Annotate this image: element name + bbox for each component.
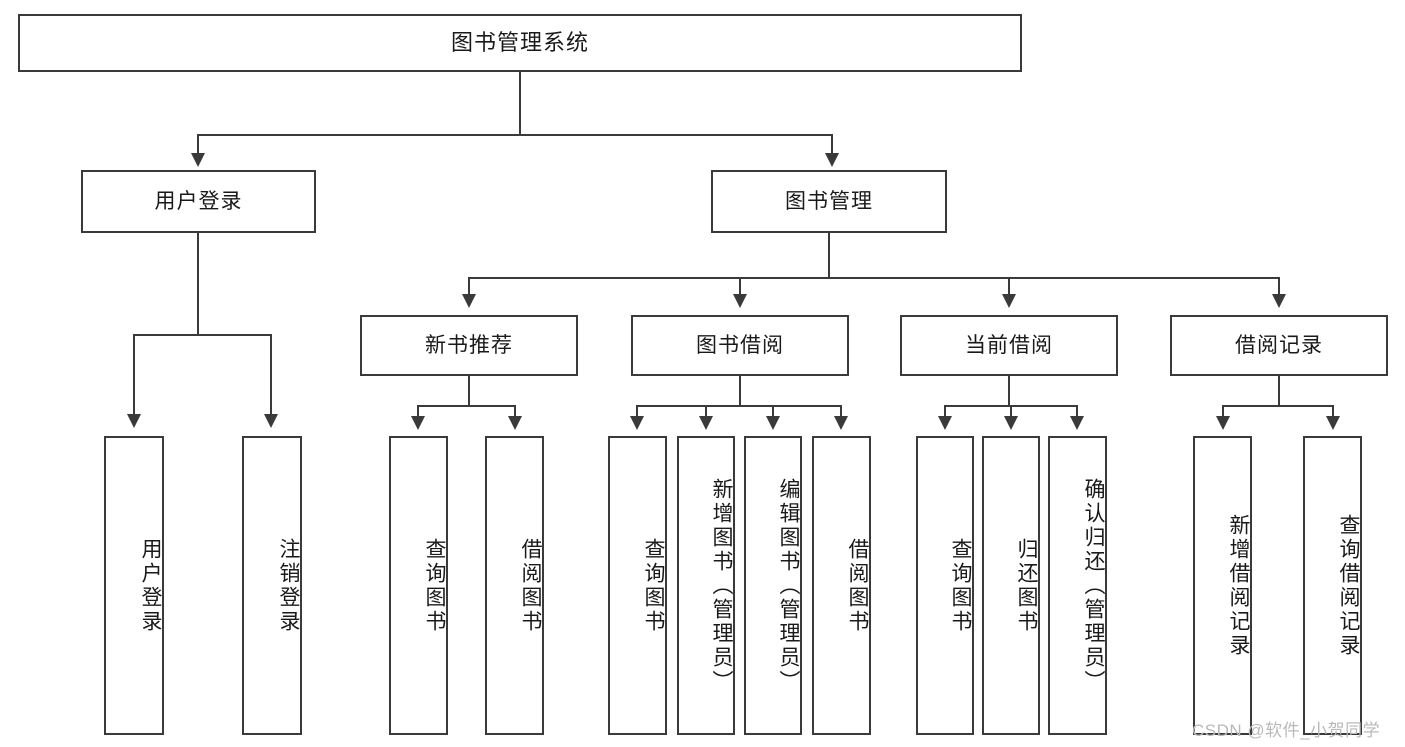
edge-br-to-leaf-2	[1332, 405, 1334, 420]
node-leaf-query-borrow-record[interactable]: 查询借阅记录	[1303, 436, 1362, 735]
edge-user-login-to-leaf-2	[270, 334, 272, 418]
node-leaf-confirm-return-admin[interactable]: 确认归还（管理员）	[1048, 436, 1107, 735]
node-label: 编辑图书（管理员）	[777, 477, 800, 694]
edge-root-to-book-management	[831, 134, 833, 157]
edge-cb-to-leaf-3	[1076, 405, 1078, 420]
edge-bb-to-leaf-4	[840, 405, 842, 420]
node-leaf-add-borrow-record[interactable]: 新增借阅记录	[1193, 436, 1252, 735]
node-leaf-edit-book-admin[interactable]: 编辑图书（管理员）	[744, 436, 802, 735]
node-new-book-recommend[interactable]: 新书推荐	[360, 315, 578, 376]
edge-book-borrow-bus	[636, 405, 842, 407]
edge-br-to-leaf-1	[1222, 405, 1224, 420]
arrowhead-cb-leaf-2	[1004, 416, 1018, 430]
node-label: 确认归还（管理员）	[1082, 477, 1105, 694]
arrowhead-cb-leaf-3	[1070, 416, 1084, 430]
arrowhead-br-leaf-1	[1216, 416, 1230, 430]
node-label: 借阅记录	[1235, 333, 1323, 357]
edge-to-current-borrow	[1008, 277, 1010, 298]
edge-cb-to-leaf-1	[944, 405, 946, 420]
node-label: 借阅图书	[519, 537, 542, 634]
arrowhead-book-borrow	[733, 294, 747, 308]
edge-user-login-bus	[133, 334, 272, 336]
edge-user-login-stem	[197, 233, 199, 335]
arrowhead-bb-leaf-2	[699, 416, 713, 430]
arrowhead-nbr-leaf-2	[508, 416, 522, 430]
arrowhead-bb-leaf-3	[766, 416, 780, 430]
node-label: 新增图书（管理员）	[710, 477, 733, 694]
node-user-login[interactable]: 用户登录	[81, 170, 316, 233]
edge-bb-to-leaf-2	[705, 405, 707, 420]
csdn-watermark: CSDN @软件_小贺同学	[1192, 721, 1381, 740]
edge-current-borrow-stem	[1008, 376, 1010, 406]
edge-borrow-record-bus	[1222, 405, 1334, 407]
arrowhead-user-login-leaf-2	[264, 414, 278, 428]
node-leaf-user-login[interactable]: 用户登录	[104, 436, 164, 735]
edge-to-borrow-record	[1278, 277, 1280, 298]
node-label: 新书推荐	[425, 333, 513, 357]
arrowhead-nbr-leaf-1	[411, 416, 425, 430]
node-label: 图书管理	[785, 189, 873, 213]
arrowhead-borrow-record	[1272, 294, 1286, 308]
edge-book-management-bus	[468, 277, 1280, 279]
node-label: 注销登录	[277, 537, 300, 634]
node-label: 查询借阅记录	[1337, 513, 1360, 658]
edge-book-borrow-stem	[739, 376, 741, 406]
node-leaf-return-book[interactable]: 归还图书	[982, 436, 1040, 735]
edge-nbr-to-leaf-2	[514, 405, 516, 420]
edge-user-login-to-leaf-1	[133, 334, 135, 418]
edge-root-stem	[519, 72, 521, 135]
edge-book-management-stem	[828, 233, 830, 278]
node-label: 查询图书	[423, 537, 446, 634]
edge-new-book-recommend-bus	[417, 405, 516, 407]
node-label: 查询图书	[949, 537, 972, 634]
node-label: 借阅图书	[846, 537, 869, 634]
node-leaf-add-book-admin[interactable]: 新增图书（管理员）	[677, 436, 735, 735]
node-leaf-borrow-book-bb[interactable]: 借阅图书	[812, 436, 871, 735]
arrowhead-bb-leaf-4	[834, 416, 848, 430]
node-leaf-logout[interactable]: 注销登录	[242, 436, 302, 735]
node-leaf-query-book-nbr[interactable]: 查询图书	[389, 436, 448, 735]
node-book-management[interactable]: 图书管理	[711, 170, 947, 233]
edge-to-book-borrow	[739, 277, 741, 298]
node-root-book-management-system[interactable]: 图书管理系统	[18, 14, 1022, 72]
arrowhead-user-login-leaf-1	[127, 414, 141, 428]
node-label: 用户登录	[154, 189, 243, 213]
edge-root-to-user-login	[197, 134, 199, 157]
arrowhead-bb-leaf-1	[630, 416, 644, 430]
edge-new-book-recommend-stem	[468, 376, 470, 406]
node-label: 归还图书	[1015, 537, 1038, 634]
node-label: 查询图书	[642, 537, 665, 634]
edge-nbr-to-leaf-1	[417, 405, 419, 420]
node-borrow-record[interactable]: 借阅记录	[1170, 315, 1388, 376]
node-label: 图书管理系统	[450, 29, 589, 55]
arrowhead-to-user-login	[191, 153, 205, 167]
node-book-borrow[interactable]: 图书借阅	[631, 315, 849, 376]
node-leaf-query-book-cb[interactable]: 查询图书	[916, 436, 974, 735]
edge-bb-to-leaf-3	[772, 405, 774, 420]
node-leaf-borrow-book-nbr[interactable]: 借阅图书	[485, 436, 544, 735]
node-label: 图书借阅	[696, 333, 784, 357]
arrowhead-new-book-recommend	[462, 294, 476, 308]
edge-bb-to-leaf-1	[636, 405, 638, 420]
node-label: 用户登录	[139, 537, 162, 634]
node-label: 新增借阅记录	[1227, 513, 1250, 658]
arrowhead-current-borrow	[1002, 294, 1016, 308]
arrowhead-cb-leaf-1	[938, 416, 952, 430]
edge-root-bus	[197, 134, 833, 136]
edge-to-new-book-recommend	[468, 277, 470, 298]
arrowhead-to-book-management	[825, 153, 839, 167]
edge-borrow-record-stem	[1278, 376, 1280, 406]
node-label: 当前借阅	[965, 333, 1053, 357]
node-current-borrow[interactable]: 当前借阅	[900, 315, 1118, 376]
node-leaf-query-book-bb[interactable]: 查询图书	[608, 436, 667, 735]
edge-cb-to-leaf-2	[1010, 405, 1012, 420]
arrowhead-br-leaf-2	[1326, 416, 1340, 430]
